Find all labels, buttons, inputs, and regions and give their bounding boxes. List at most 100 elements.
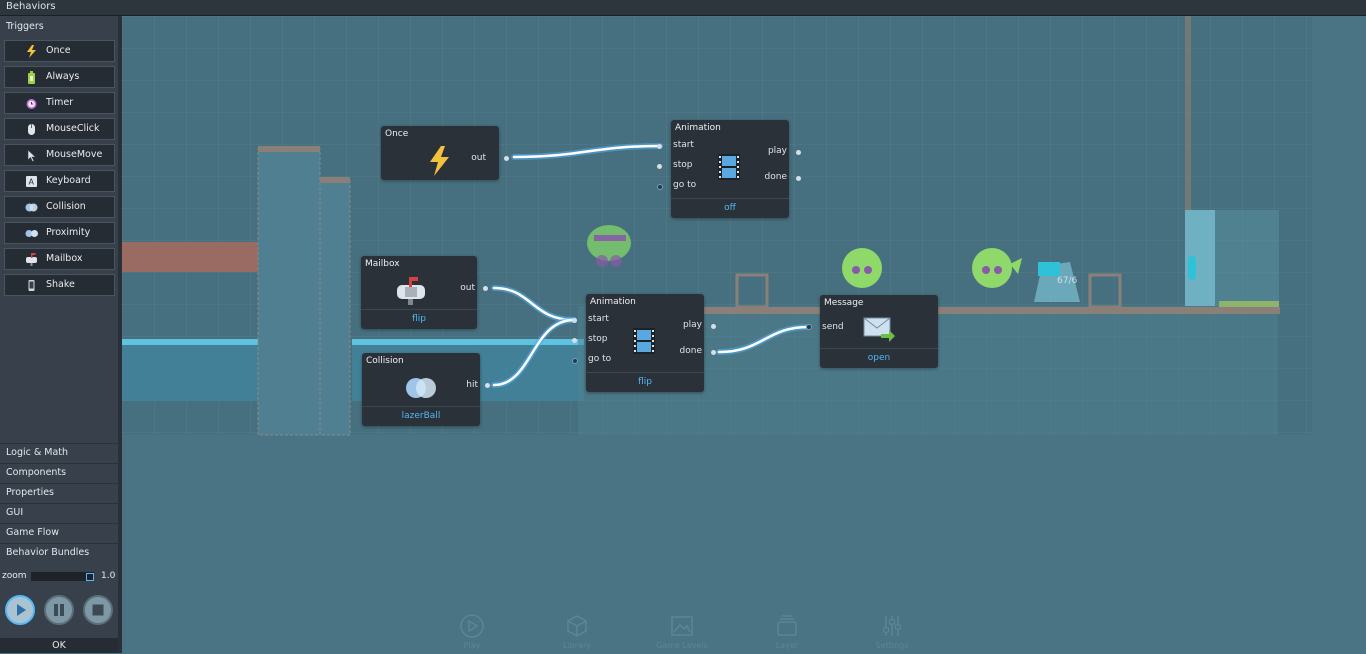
scene-counter: 67/6	[1057, 276, 1078, 286]
layers-icon	[777, 615, 797, 636]
trigger-label: Collision	[46, 201, 86, 212]
node-footer-value[interactable]: open	[820, 348, 938, 368]
film-icon	[633, 328, 655, 354]
dock-label: Layer	[775, 641, 799, 650]
dock-label: Game Levels	[656, 641, 708, 650]
lightning-icon	[27, 45, 36, 58]
output-port-done[interactable]	[711, 350, 716, 355]
trigger-shake[interactable]: Shake	[4, 274, 115, 296]
node-title: Collision	[366, 356, 404, 366]
node-title: Once	[385, 129, 409, 139]
dock-label: Settings	[875, 641, 909, 650]
envelope-icon	[863, 317, 895, 342]
category-components[interactable]: Components	[0, 463, 118, 482]
port-label-stop: stop	[673, 160, 693, 170]
ok-button[interactable]: OK	[0, 638, 118, 653]
port-label-hit: hit	[466, 380, 478, 390]
dock-item-settings[interactable]: Settings	[862, 614, 922, 650]
output-port-hit[interactable]	[485, 383, 490, 388]
dock-item-play[interactable]: Play	[442, 614, 502, 650]
trigger-keyboard[interactable]: A Keyboard	[4, 170, 115, 192]
proximity-icon	[25, 230, 38, 237]
output-port-play[interactable]	[796, 150, 801, 155]
category-gui[interactable]: GUI	[0, 503, 118, 522]
node-title: Mailbox	[365, 259, 400, 269]
animation-node-mid[interactable]: Animation start stop go to play done fli…	[572, 294, 716, 392]
port-label-goto: go to	[673, 180, 697, 190]
zoom-slider[interactable]	[31, 572, 94, 581]
category-properties[interactable]: Properties	[0, 483, 118, 502]
port-label-done: done	[679, 346, 702, 356]
input-port-goto[interactable]	[572, 358, 578, 364]
trigger-label: Always	[46, 71, 80, 82]
node-footer-value[interactable]: flip	[361, 309, 477, 329]
cursor-icon	[27, 149, 37, 162]
output-port-play[interactable]	[711, 324, 716, 329]
alarm-clock-icon	[26, 99, 37, 109]
category-behavior-bundles[interactable]: Behavior Bundles	[0, 543, 118, 562]
battery-icon	[28, 71, 35, 84]
trigger-always[interactable]: Always	[4, 66, 115, 88]
stop-button[interactable]	[83, 595, 113, 625]
pause-button[interactable]	[44, 595, 74, 625]
port-label-start: start	[588, 314, 609, 324]
input-port-start[interactable]	[572, 318, 577, 323]
output-port-done[interactable]	[796, 176, 801, 181]
collision-icon	[25, 203, 38, 212]
input-port-stop[interactable]	[572, 338, 577, 343]
mouse-icon	[28, 124, 35, 135]
sidebar-splitter[interactable]	[118, 16, 122, 653]
trigger-proximity[interactable]: Proximity	[4, 222, 115, 244]
svg-text:A: A	[29, 178, 35, 187]
once-node[interactable]: Once out	[381, 126, 509, 180]
top-bar: Behaviors	[0, 0, 1366, 16]
output-port-out[interactable]	[504, 156, 509, 161]
zoom-label: zoom	[2, 571, 27, 581]
output-port-out[interactable]	[483, 286, 488, 291]
port-label-send: send	[822, 322, 844, 332]
trigger-once[interactable]: Once	[4, 40, 115, 62]
zoom-slider-handle[interactable]	[86, 573, 94, 581]
node-footer-value[interactable]: flip	[586, 372, 704, 392]
category-logic-math[interactable]: Logic & Math	[0, 443, 118, 462]
zoom-row: zoom 1.0	[0, 568, 118, 586]
play-button[interactable]	[5, 595, 35, 625]
collision-node[interactable]: Collision hit lazerBall	[362, 353, 490, 426]
port-label-out: out	[460, 283, 475, 293]
play-icon	[17, 604, 26, 616]
node-title: Message	[824, 298, 864, 308]
play-circle-icon	[460, 614, 484, 638]
input-port-stop[interactable]	[657, 164, 662, 169]
dock-item-library[interactable]: Library	[547, 614, 607, 650]
mailbox-node[interactable]: Mailbox out flip	[361, 256, 488, 329]
film-icon	[718, 154, 740, 180]
dock-item-layer[interactable]: Layer	[757, 614, 817, 650]
trigger-label: MouseClick	[46, 123, 100, 134]
trigger-mailbox[interactable]: Mailbox	[4, 248, 115, 270]
trigger-mouseclick[interactable]: MouseClick	[4, 118, 115, 140]
behaviors-sidebar: Triggers Once Always Timer MouseClick Mo…	[0, 16, 118, 653]
trigger-mousemove[interactable]: MouseMove	[4, 144, 115, 166]
input-port-start[interactable]	[657, 144, 662, 149]
input-port-send[interactable]	[806, 324, 812, 330]
key-icon: A	[26, 176, 37, 187]
node-footer-value[interactable]: off	[671, 198, 789, 218]
triggers-section-header[interactable]: Triggers	[6, 21, 44, 32]
behavior-canvas[interactable]: 67/6 Once out Animation start stop go to…	[122, 16, 1366, 653]
trigger-collision[interactable]: Collision	[4, 196, 115, 218]
trigger-label: Once	[46, 45, 71, 56]
animation-node-top[interactable]: Animation start stop go to play done off	[657, 120, 801, 218]
message-node[interactable]: Message send open	[806, 295, 938, 368]
category-game-flow[interactable]: Game Flow	[0, 523, 118, 542]
connection-wires	[491, 143, 811, 388]
port-label-play: play	[682, 320, 702, 330]
node-footer-value[interactable]: lazerBall	[362, 406, 480, 426]
cube-icon	[567, 615, 587, 637]
zoom-value: 1.0	[101, 571, 116, 581]
port-label-out: out	[471, 153, 486, 163]
mailbox-icon	[397, 277, 425, 305]
dock-item-game-levels[interactable]: Game Levels	[652, 614, 712, 650]
input-port-goto[interactable]	[657, 184, 663, 190]
trigger-timer[interactable]: Timer	[4, 92, 115, 114]
trigger-label: Timer	[46, 97, 74, 108]
